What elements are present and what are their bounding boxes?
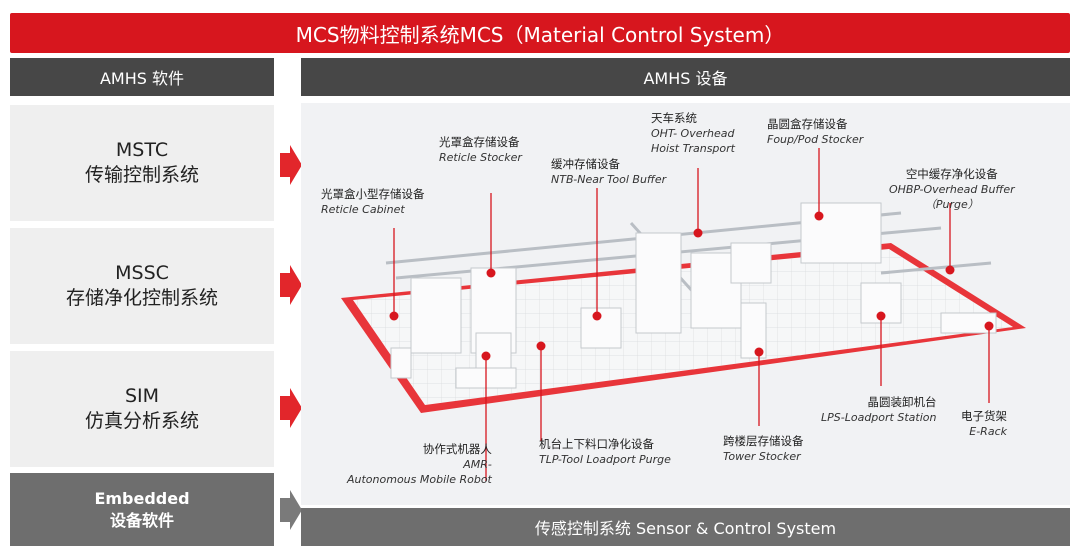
callout-tlp: 机台上下料口净化设备 TLP-Tool Loadport Purge <box>539 437 671 467</box>
callout-erack: 电子货架 E-Rack <box>961 409 1007 439</box>
callout-ohbp-en1: OHBP-Overhead Buffer <box>889 183 1015 196</box>
callout-reticle-stocker-zh: 光罩盒存储设备 <box>439 135 520 149</box>
software-header-label: AMHS 软件 <box>99 69 185 88</box>
callout-tlp-en: TLP-Tool Loadport Purge <box>539 453 671 466</box>
arrow-right-icon <box>280 265 302 305</box>
callout-ohbp-zh: 空中缓存净化设备 <box>905 167 998 181</box>
callout-reticle-cabinet-zh: 光罩盒小型存储设备 <box>321 187 425 201</box>
arrow-right-icon <box>280 490 302 530</box>
callout-ohbp: 空中缓存净化设备 OHBP-Overhead Buffer （Purge） <box>889 167 1015 212</box>
mcs-banner-title: MCS物料控制系统MCS（Material Control System） <box>295 22 785 47</box>
callout-amr: 协作式机器人 AMR- Autonomous Mobile Robot <box>347 442 492 487</box>
callout-ohbp-en2: （Purge） <box>924 198 979 211</box>
software-embedded: Embedded 设备软件 <box>10 473 274 546</box>
callout-ntb-zh: 缓冲存储设备 <box>551 157 620 171</box>
software-sim-name: 仿真分析系统 <box>84 410 199 432</box>
callout-reticle-cabinet: 光罩盒小型存储设备 Reticle Cabinet <box>321 187 425 217</box>
software-mssc-code: MSSC <box>115 262 169 284</box>
software-sim-code: SIM <box>124 385 160 407</box>
factory-floor-drawing <box>341 148 1026 481</box>
equipment-header: AMHS 设备 <box>301 58 1070 96</box>
callout-oht: 天车系统 OHT- Overhead Hoist Transport <box>651 111 735 156</box>
callout-amr-en2: Autonomous Mobile Robot <box>347 473 492 486</box>
callout-ntb-en: NTB-Near Tool Buffer <box>551 173 667 186</box>
arrow-right-icon <box>280 145 302 185</box>
callout-lps-en: LPS-Loadport Station <box>821 411 937 424</box>
callout-reticle-cabinet-en: Reticle Cabinet <box>321 203 405 216</box>
software-embedded-code: Embedded <box>94 488 190 508</box>
software-mstc: MSTC 传输控制系统 <box>10 105 274 221</box>
callout-erack-zh: 电子货架 <box>961 409 1007 423</box>
callout-lps: 晶圆装卸机台 LPS-Loadport Station <box>821 395 936 425</box>
software-mstc-code: MSTC <box>115 139 169 161</box>
callout-oht-en1: OHT- Overhead <box>651 127 735 140</box>
equipment <box>390 202 997 389</box>
callout-tower-en: Tower Stocker <box>723 450 801 463</box>
mcs-banner: MCS物料控制系统MCS（Material Control System） <box>10 13 1070 53</box>
equipment-header-label: AMHS 设备 <box>643 69 728 88</box>
software-mssc: MSSC 存储净化控制系统 <box>10 228 274 344</box>
callout-foup: 晶圆盒存储设备 Foup/Pod Stocker <box>767 117 863 147</box>
callout-tower-zh: 跨楼层存储设备 <box>723 434 804 448</box>
callout-oht-zh: 天车系统 <box>651 111 697 125</box>
arrow-right-icon <box>280 388 302 428</box>
callout-ntb: 缓冲存储设备 NTB-Near Tool Buffer <box>551 157 666 187</box>
callout-dots <box>389 211 994 361</box>
callout-lps-zh: 晶圆装卸机台 <box>867 395 937 409</box>
software-mstc-name: 传输控制系统 <box>84 164 199 186</box>
software-sim: SIM 仿真分析系统 <box>10 351 274 467</box>
sensor-control-bar: 传感控制系统 Sensor & Control System <box>301 508 1070 546</box>
amhs-factory-illustration: 光罩盒小型存储设备 Reticle Cabinet 光罩盒存储设备 Reticl… <box>301 103 1070 505</box>
callout-foup-en: Foup/Pod Stocker <box>767 133 864 146</box>
software-mssc-name: 存储净化控制系统 <box>65 287 218 309</box>
callout-tlp-zh: 机台上下料口净化设备 <box>539 437 654 451</box>
callout-foup-zh: 晶圆盒存储设备 <box>767 117 848 131</box>
callout-lines <box>393 148 990 481</box>
software-embedded-name: 设备软件 <box>109 510 174 530</box>
callout-amr-en1: AMR- <box>463 458 492 471</box>
callout-amr-zh: 协作式机器人 <box>422 442 492 456</box>
callout-oht-en2: Hoist Transport <box>651 142 735 155</box>
software-header: AMHS 软件 <box>10 58 274 96</box>
floor-grid <box>353 249 1013 405</box>
sensor-control-label: 传感控制系统 Sensor & Control System <box>534 519 837 538</box>
callout-reticle-stocker-en: Reticle Stocker <box>439 151 522 164</box>
callout-tower: 跨楼层存储设备 Tower Stocker <box>723 434 804 464</box>
callout-reticle-stocker: 光罩盒存储设备 Reticle Stocker <box>439 135 522 165</box>
callout-erack-en: E-Rack <box>969 425 1007 438</box>
